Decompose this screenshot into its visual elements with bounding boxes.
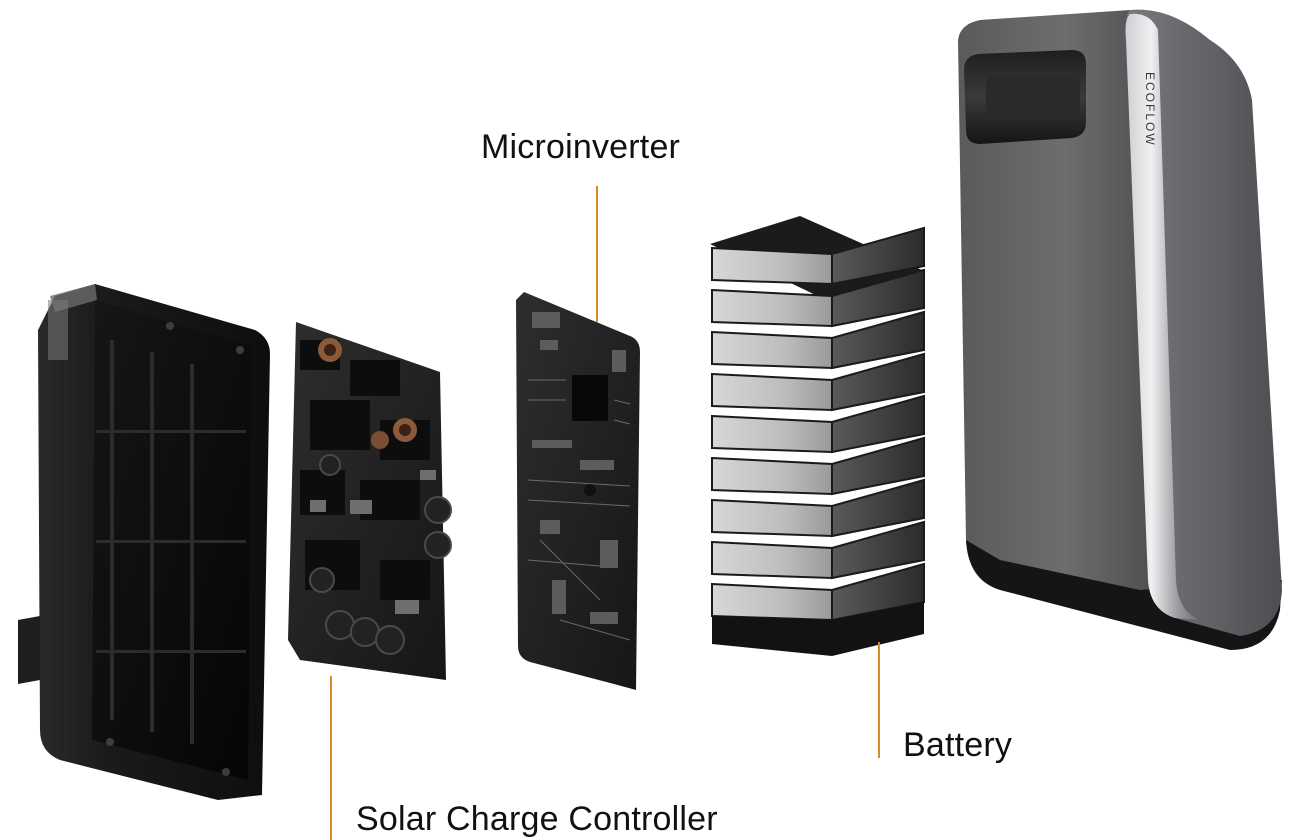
battery-cell-side <box>831 520 925 580</box>
battery-cell-side <box>831 436 925 496</box>
battery-cell-side <box>831 310 925 370</box>
battery-cell-front <box>711 414 833 454</box>
label-solar-charge-controller: Solar Charge Controller <box>356 800 718 838</box>
ecoflow-main-unit: ECOFLOW <box>958 9 1282 650</box>
label-battery: Battery <box>903 726 1013 764</box>
battery-cell-side <box>831 478 925 538</box>
leader-line-solar-charge-controller <box>330 676 332 840</box>
capacitors <box>309 454 452 655</box>
unit-side-chrome-trim <box>1125 13 1200 621</box>
battery-cell-front <box>711 498 833 538</box>
brand-logo-text: ECOFLOW <box>1143 72 1157 147</box>
battery-base-plate <box>712 602 924 656</box>
enclosure-ribs <box>96 340 246 744</box>
battery-cell-front <box>711 540 833 580</box>
battery-cell-side <box>831 394 925 454</box>
label-microinverter: Microinverter <box>481 128 681 166</box>
enclosure-shell <box>18 284 270 800</box>
battery-cell-front <box>711 456 833 496</box>
leader-line-battery <box>878 642 880 758</box>
microinverter-chip <box>572 375 608 421</box>
battery-cell-front <box>711 582 833 622</box>
microinverter-pcb <box>516 292 640 690</box>
solar-charge-controller-board <box>288 322 452 680</box>
battery-cell-front <box>711 288 833 328</box>
inductor-coils <box>318 338 417 449</box>
unit-back-face <box>958 10 1170 600</box>
battery-cell-front <box>711 246 833 286</box>
battery-cell-front <box>711 372 833 412</box>
microinverter-board <box>516 292 640 690</box>
battery-cell-side <box>831 268 925 328</box>
battery-cell-front <box>711 330 833 370</box>
leader-line-microinverter <box>596 186 598 322</box>
battery-cell-side <box>831 226 925 286</box>
battery-module <box>710 216 925 656</box>
battery-cell-side <box>831 352 925 412</box>
